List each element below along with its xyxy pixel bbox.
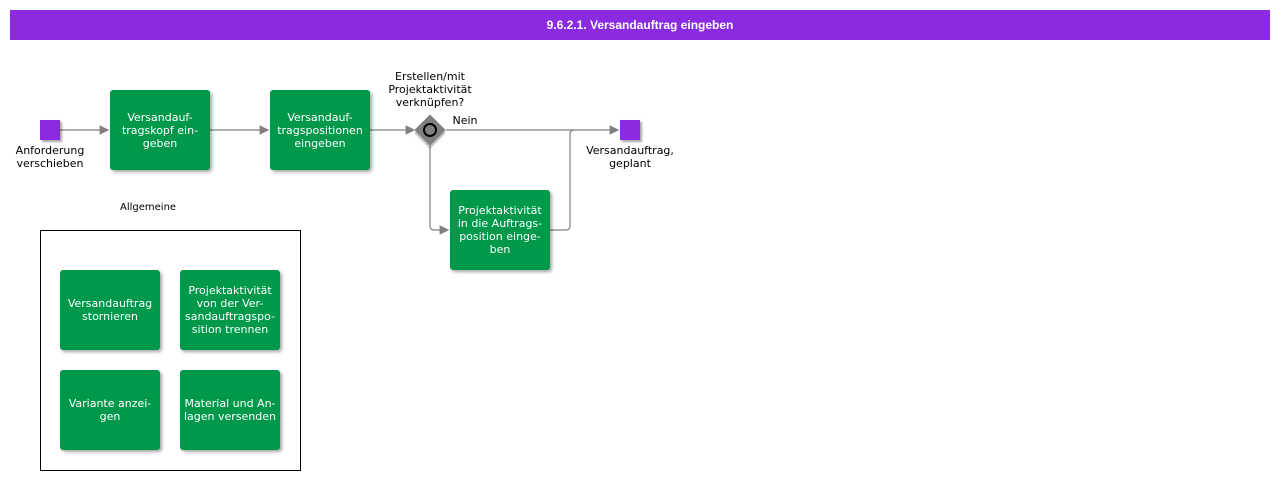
task-versandauftragskopf-eingeben[interactable]: Versandauf- tragskopf ein- geben <box>110 90 210 170</box>
task-versandauftragspositionen-eingeben[interactable]: Versandauf- tragspositionen eingeben <box>270 90 370 170</box>
gateway-no-label: Nein <box>452 114 478 127</box>
diagram-title: 9.6.2.1. Versandauftrag eingeben <box>546 18 734 32</box>
legend-task-variante-anzeigen[interactable]: Variante anzei- gen <box>60 370 160 450</box>
flow-gateway-to-task3 <box>429 146 450 235</box>
legend-task-trennen[interactable]: Projektaktivität von der Ver- sandauftra… <box>180 270 280 350</box>
diagram-header: 9.6.2.1. Versandauftrag eingeben <box>10 10 1270 40</box>
end-event-label: Versandauftrag, geplant <box>586 144 674 170</box>
start-event-label: Anforderung verschieben <box>15 144 85 170</box>
end-event[interactable] <box>620 120 640 140</box>
legend-task-stornieren[interactable]: Versandauftrag stornieren <box>60 270 160 350</box>
legend-title: Allgemeine Aktivitäten <box>120 202 177 213</box>
flow-task3-to-end <box>550 129 575 231</box>
start-event[interactable] <box>40 120 60 140</box>
task-projektaktivitaet-eingeben[interactable]: Projektaktivität in die Auftrags- positi… <box>450 190 550 270</box>
gateway-question-label: Erstellen/mit Projektaktivität verknüpfe… <box>388 70 472 109</box>
legend-task-material-versenden[interactable]: Material und An- lagen versenden <box>180 370 280 450</box>
event-circle-icon <box>423 123 437 137</box>
